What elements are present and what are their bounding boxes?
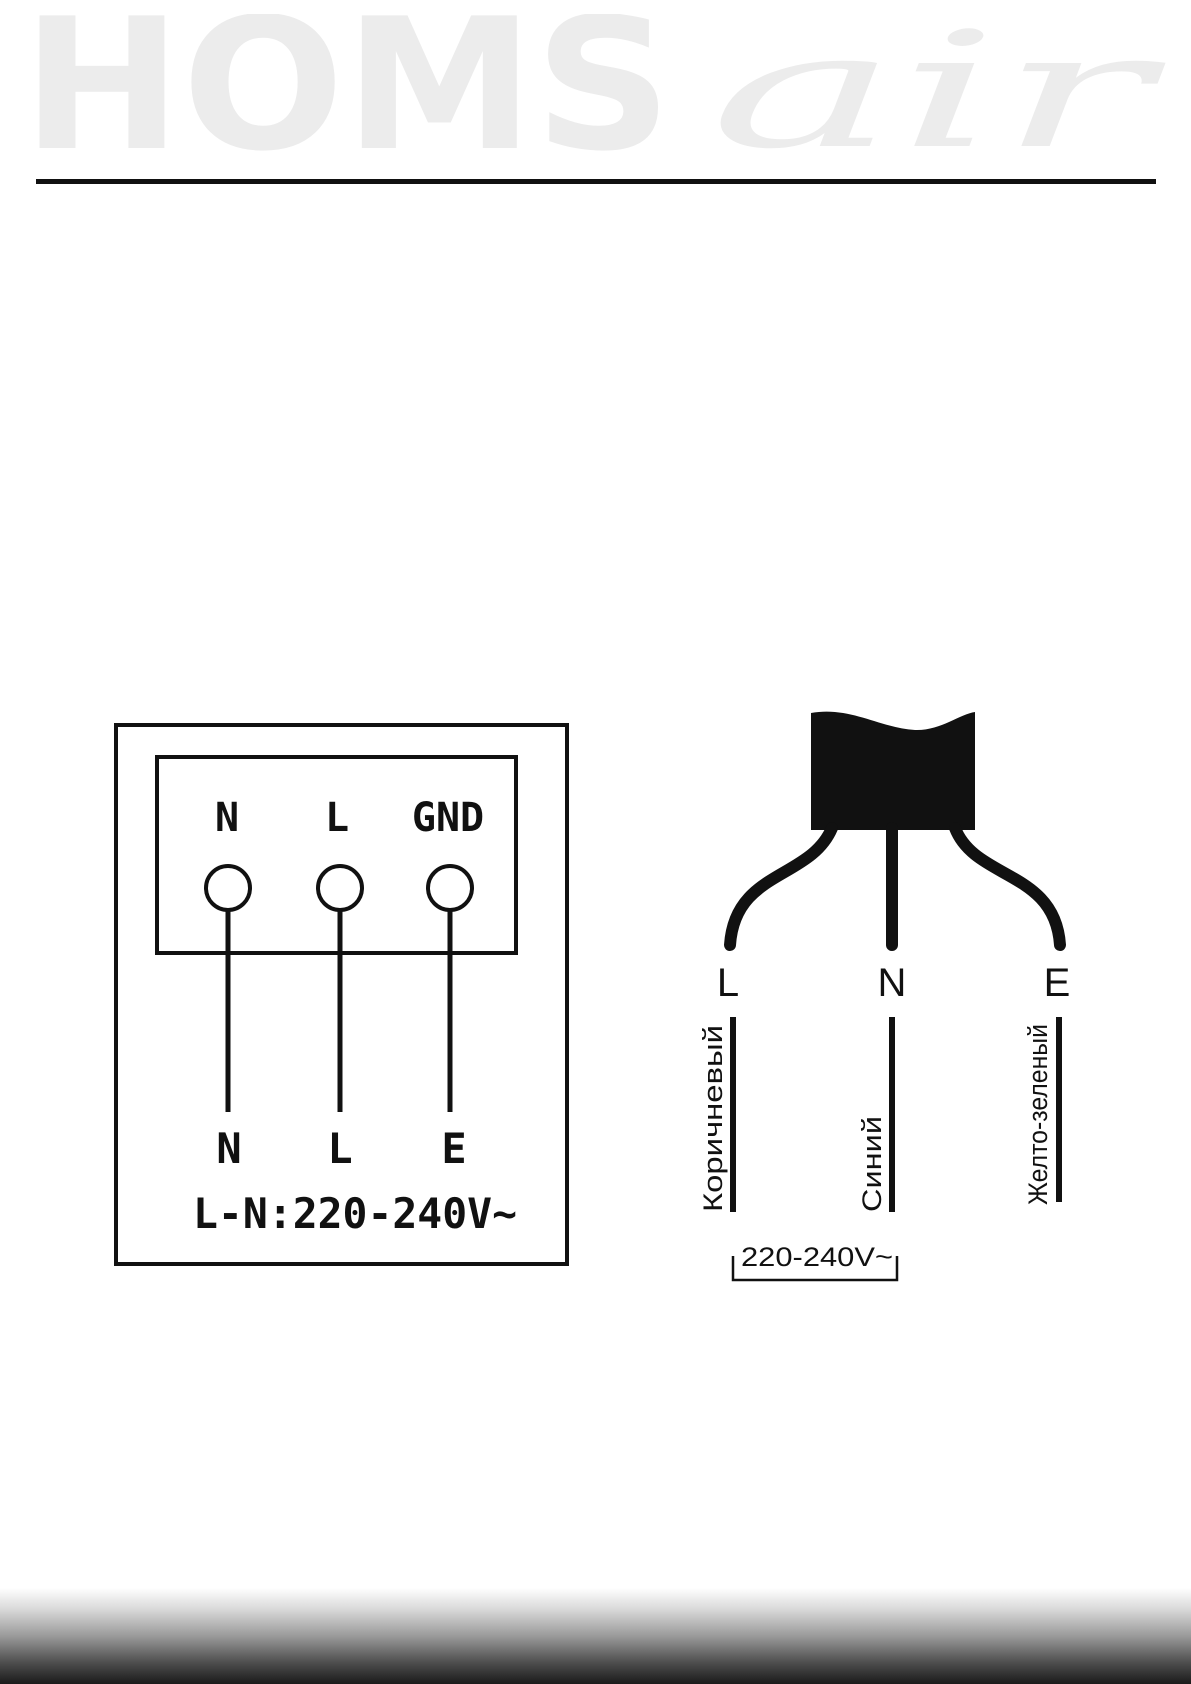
wire-color-blue: Синий — [857, 1116, 887, 1212]
cable-label-e: E — [1044, 961, 1071, 1005]
header-rule — [36, 179, 1156, 184]
terminal-label-gnd: GND — [412, 795, 484, 841]
wire-color-brown: Коричневый — [698, 1025, 728, 1212]
terminal-screw-l — [316, 864, 364, 912]
terminal-label-l: L — [325, 795, 349, 841]
voltage-bracket — [731, 1256, 899, 1282]
cable-label-n: N — [878, 961, 907, 1005]
cable-plug-body — [811, 711, 975, 830]
footer-gradient-band — [0, 1588, 1191, 1684]
cable-wire-l — [724, 822, 838, 951]
output-label-n: N — [216, 1124, 241, 1173]
output-label-l: L — [327, 1124, 352, 1173]
cable-label-l: L — [717, 961, 739, 1005]
terminal-strip — [155, 755, 518, 955]
terminal-screw-n — [204, 864, 252, 912]
terminal-label-n: N — [215, 795, 239, 841]
homs-air-logo: HOMS air — [22, 14, 1167, 164]
cable-wire-e — [949, 822, 1066, 951]
wire-color-yellow-green: Желто-зеленый — [1023, 1024, 1053, 1205]
supply-voltage-label: L-N:220-240V~ — [193, 1189, 517, 1238]
output-label-e: E — [441, 1124, 466, 1173]
terminal-block-diagram: N L GND N L E L-N:220-240V~ — [114, 723, 569, 1266]
terminal-screw-gnd — [426, 864, 474, 912]
cable-diagram: L N E Коричневый Синий Желто-зеленый 220… — [698, 711, 1071, 1282]
cable-voltage-label: 220-240V~ — [741, 1242, 893, 1272]
logo-wordmark: HOMS — [22, 14, 672, 164]
outer-enclosure — [114, 723, 569, 1266]
logo-script: air — [710, 14, 1167, 164]
